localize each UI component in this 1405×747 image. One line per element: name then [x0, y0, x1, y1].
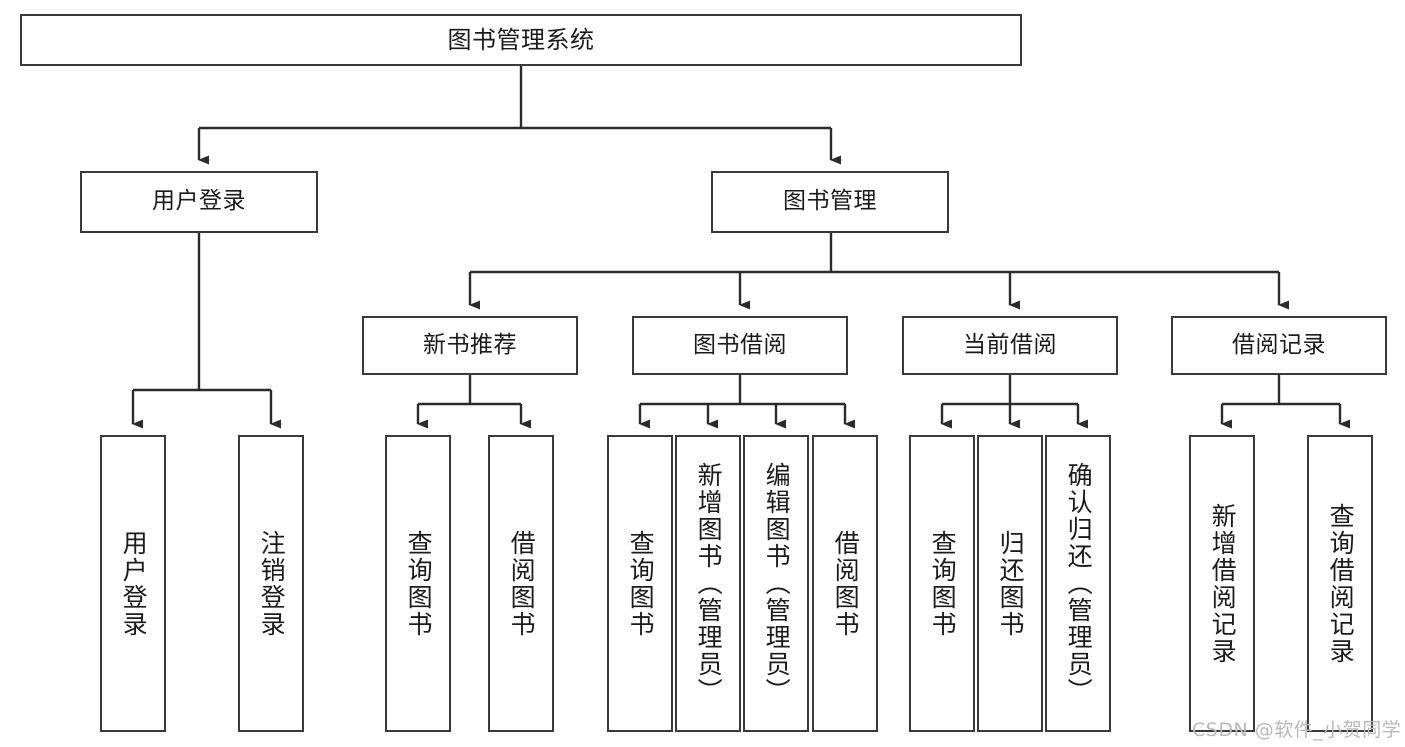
csdn-watermark: CSDN @软件_小贺同学 — [1192, 719, 1402, 741]
node-borrowing-record[interactable]: 借阅记录 — [1171, 316, 1387, 375]
node-leaf-add-borrowing-record[interactable]: 新增借阅记录 — [1189, 435, 1255, 732]
node-new-book-recommendation[interactable]: 新书推荐 — [362, 316, 578, 375]
node-book-management-label: 图书管理 — [783, 188, 877, 215]
node-leaf-borrow-book-borrowing-label: 借阅图书 — [831, 529, 861, 638]
node-leaf-add-borrowing-record-label: 新增借阅记录 — [1208, 502, 1238, 665]
node-leaf-add-book-admin-label: 新增图书（管理员） — [694, 462, 724, 705]
node-leaf-query-book-borrowing-label: 查询图书 — [626, 529, 656, 638]
node-leaf-borrow-book-recommendation[interactable]: 借阅图书 — [488, 435, 554, 732]
node-leaf-query-book-borrowing[interactable]: 查询图书 — [607, 435, 673, 732]
node-leaf-return-book-label: 归还图书 — [996, 529, 1026, 638]
node-leaf-confirm-return-admin[interactable]: 确认归还（管理员） — [1045, 435, 1111, 732]
node-user-login-label: 用户登录 — [152, 188, 246, 215]
node-leaf-query-book-recommendation[interactable]: 查询图书 — [385, 435, 451, 732]
node-new-book-recommendation-label: 新书推荐 — [423, 331, 517, 358]
node-leaf-query-book-current[interactable]: 查询图书 — [909, 435, 975, 732]
node-leaf-query-borrowing-record[interactable]: 查询借阅记录 — [1307, 435, 1373, 732]
node-leaf-confirm-return-admin-label: 确认归还（管理员） — [1064, 462, 1094, 705]
node-book-borrowing[interactable]: 图书借阅 — [632, 316, 848, 375]
node-current-borrowing[interactable]: 当前借阅 — [902, 316, 1118, 375]
node-book-management[interactable]: 图书管理 — [711, 171, 949, 233]
node-leaf-return-book[interactable]: 归还图书 — [977, 435, 1043, 732]
node-leaf-query-borrowing-record-label: 查询借阅记录 — [1326, 502, 1356, 665]
node-leaf-borrow-book-recommendation-label: 借阅图书 — [507, 529, 537, 638]
node-leaf-user-login[interactable]: 用户登录 — [100, 435, 166, 732]
node-leaf-borrow-book-borrowing[interactable]: 借阅图书 — [812, 435, 878, 732]
node-root-label: 图书管理系统 — [447, 25, 595, 54]
node-leaf-logout-login[interactable]: 注销登录 — [238, 435, 304, 732]
node-current-borrowing-label: 当前借阅 — [963, 331, 1057, 358]
node-leaf-query-book-current-label: 查询图书 — [928, 529, 958, 638]
node-leaf-logout-login-label: 注销登录 — [257, 529, 287, 638]
node-leaf-add-book-admin[interactable]: 新增图书（管理员） — [675, 435, 741, 732]
node-borrowing-record-label: 借阅记录 — [1232, 331, 1326, 358]
node-book-borrowing-label: 图书借阅 — [693, 331, 787, 358]
node-root-book-management-system[interactable]: 图书管理系统 — [20, 14, 1022, 66]
node-user-login[interactable]: 用户登录 — [80, 171, 318, 233]
node-leaf-query-book-recommendation-label: 查询图书 — [404, 529, 434, 638]
node-leaf-edit-book-admin-label: 编辑图书（管理员） — [762, 462, 792, 705]
node-leaf-user-login-label: 用户登录 — [119, 529, 149, 638]
node-leaf-edit-book-admin[interactable]: 编辑图书（管理员） — [743, 435, 809, 732]
